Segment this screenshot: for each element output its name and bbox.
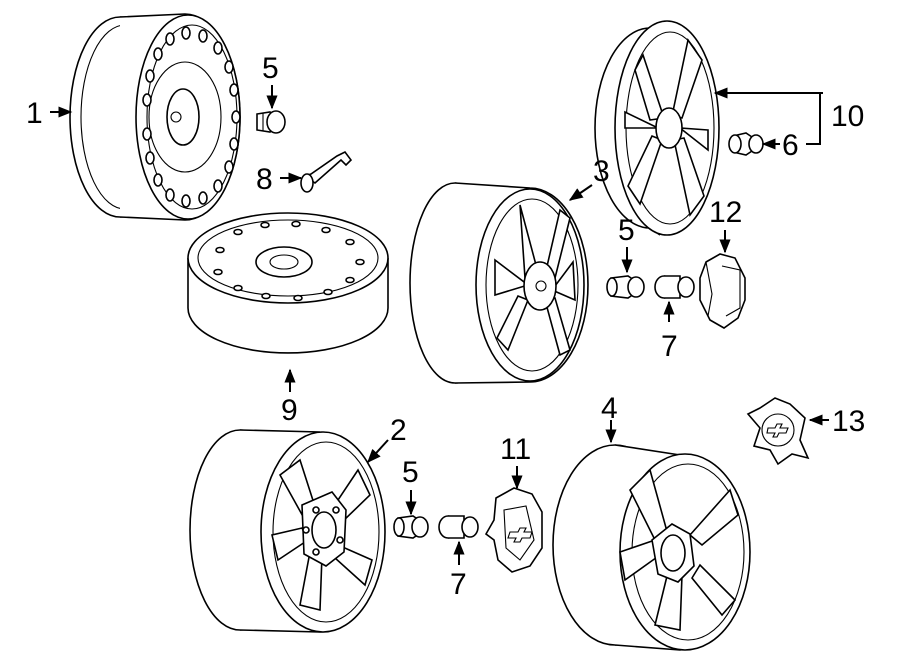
center-cap-icon	[699, 253, 746, 329]
lug-nut-icon	[728, 132, 764, 156]
center-cap-icon	[746, 397, 810, 466]
callout-9: 9	[281, 394, 298, 427]
callout-7-bottom: 7	[450, 568, 467, 601]
wheel-cover-icon	[594, 20, 720, 236]
callout-4: 4	[601, 392, 618, 425]
split-spoke-alloy-wheel-icon	[409, 182, 589, 384]
callout-5-bottom: 5	[402, 456, 419, 489]
steel-wheel-icon	[69, 13, 241, 221]
leader-lines	[50, 85, 829, 565]
lock-nut-icon	[654, 275, 695, 299]
callout-3: 3	[593, 155, 610, 188]
callout-5-middle: 5	[618, 214, 635, 247]
center-cap-icon	[484, 487, 543, 573]
callout-8: 8	[256, 163, 273, 196]
five-spoke-alloy-wheel-icon	[189, 429, 386, 633]
callout-11: 11	[500, 433, 531, 466]
callout-2: 2	[390, 414, 407, 447]
spare-wheel-icon	[187, 212, 389, 354]
callout-6: 6	[782, 129, 799, 162]
callout-12: 12	[709, 196, 742, 229]
lug-nut-icon	[393, 515, 429, 539]
callout-5-top: 5	[262, 52, 279, 85]
callout-10: 10	[831, 100, 864, 133]
lock-nut-icon	[438, 515, 479, 539]
callout-1: 1	[26, 97, 43, 130]
callout-labels: 1 5 8 3 10 6 12 5 7 9 2 4 13 11 5 7	[26, 52, 865, 601]
five-spoke-alloy-wheel-icon	[552, 444, 751, 651]
callout-7-middle: 7	[661, 330, 678, 363]
lug-nut-icon	[256, 110, 286, 134]
valve-stem-icon	[300, 150, 353, 193]
callout-13: 13	[832, 405, 865, 438]
lug-nut-icon	[606, 275, 645, 299]
